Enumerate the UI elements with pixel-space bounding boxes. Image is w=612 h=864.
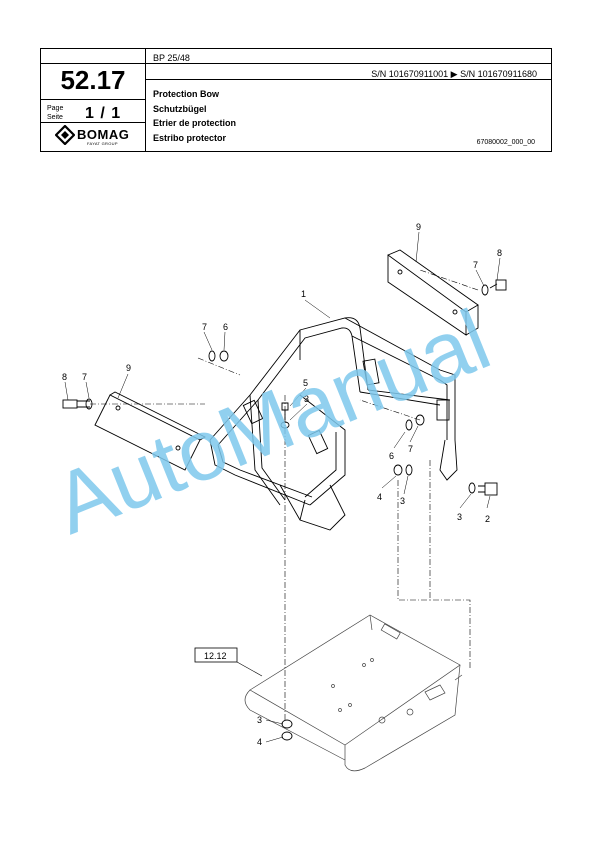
divider <box>145 49 146 151</box>
left-plate <box>94 391 206 471</box>
hardware <box>62 279 507 741</box>
callout: 3 <box>257 715 262 725</box>
divider <box>41 63 551 64</box>
title-es: Estribo protector <box>153 132 227 143</box>
assembly-lines <box>90 269 479 720</box>
callout: 7 <box>473 260 478 270</box>
callout: 3 <box>457 512 462 522</box>
callout: 8 <box>62 372 67 382</box>
leader-lines <box>64 231 501 743</box>
callout: 5 <box>303 378 308 388</box>
reference-box <box>194 647 238 663</box>
callout: 3 <box>304 394 309 404</box>
logo-subtext: FAYAT GROUP <box>87 141 118 146</box>
callout: 3 <box>400 496 405 506</box>
callout: 8 <box>497 248 502 258</box>
callout: 7 <box>82 372 87 382</box>
divider <box>41 122 145 123</box>
bomag-logo: BOMAG FAYAT GROUP <box>55 125 139 147</box>
model-label: BP 25/48 <box>153 53 190 63</box>
part-titles: Protection Bow Schutzbügel Etrier de pro… <box>153 87 236 145</box>
callout: 6 <box>223 322 228 332</box>
callout: 6 <box>389 451 394 461</box>
title-fr: Etrier de protection <box>153 118 237 128</box>
divider <box>41 99 145 100</box>
right-plate <box>387 249 479 336</box>
callout: 7 <box>202 322 207 332</box>
reference-leader <box>236 661 263 677</box>
page-value: 1 / 1 <box>85 105 122 122</box>
callout: 9 <box>126 363 131 373</box>
title-block: 52.17 Page Seite 1 / 1 BOMAG FAYAT GROUP… <box>40 48 552 152</box>
base-frame <box>244 614 463 772</box>
page-label: Page <box>47 105 64 112</box>
callout: 1 <box>301 289 306 299</box>
logo-text: BOMAG <box>77 127 130 142</box>
title-en: Protection Bow <box>153 89 220 99</box>
protection-bow <box>209 317 458 531</box>
divider <box>145 79 551 80</box>
drawing-number: 67080002_000_00 <box>476 139 535 146</box>
callout-numbers: 1 2 3 4 5 6 7 8 9 9 7 8 7 6 3 7 3 3 4 <box>62 222 502 747</box>
page-number: 52.17 <box>60 65 126 95</box>
callout: 7 <box>408 444 413 454</box>
bomag-diamond-icon <box>55 125 75 145</box>
title-de: Schutzbügel <box>153 103 207 114</box>
callout: 4 <box>377 492 382 502</box>
callout: 9 <box>416 222 421 232</box>
seite-label: Seite <box>47 114 63 121</box>
callout: 2 <box>485 514 490 524</box>
reference-label: 12.12 <box>204 651 227 661</box>
callout: 4 <box>257 737 262 747</box>
serial-range: S/N 101670911001 ▶ S/N 101670911680 <box>371 69 537 79</box>
